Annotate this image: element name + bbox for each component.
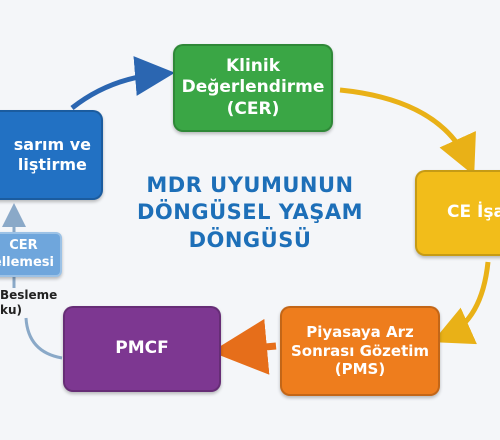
arrow-cer-to-ce-icon xyxy=(339,87,476,176)
diagram-title-line-1: MDR UYUMUNUN xyxy=(146,173,354,197)
feedback-label: Besleme ku) xyxy=(0,288,58,317)
node-cer-update: CER ellemesi xyxy=(0,232,62,277)
diagram-title-line-2: DÖNGÜSEL YAŞAM xyxy=(136,200,364,225)
node-clinical-evaluation: Klinik Değerlendirme (CER) xyxy=(173,44,333,132)
node-pmcf-label: PMCF xyxy=(115,338,169,359)
arrow-ce-to-pms-icon xyxy=(432,261,491,345)
diagram-title: MDR UYUMUNUN DÖNGÜSEL YAŞAM DÖNGÜSÜ xyxy=(105,172,395,254)
arrow-pmcf-feedback-icon xyxy=(24,317,63,360)
node-pmcf: PMCF xyxy=(63,306,221,392)
node-ce-marking: CE İşa xyxy=(415,170,500,256)
node-design-development: sarım ve liştirme xyxy=(0,110,103,200)
node-design-development-label: sarım ve liştirme xyxy=(13,135,91,174)
diagram-title-line-3: DÖNGÜSÜ xyxy=(188,227,312,252)
node-clinical-evaluation-label: Klinik Değerlendirme (CER) xyxy=(181,56,325,119)
node-post-market-surveillance: Piyasaya Arz Sonrası Gözetim (PMS) xyxy=(280,306,440,396)
arrow-pms-to-pmcf-icon xyxy=(211,318,277,375)
node-ce-marking-label: CE İşa xyxy=(447,202,500,223)
node-post-market-surveillance-label: Piyasaya Arz Sonrası Gözetim (PMS) xyxy=(290,322,430,379)
node-cer-update-label: CER ellemesi xyxy=(0,238,54,270)
arrow-design-to-cer-icon xyxy=(70,56,175,110)
